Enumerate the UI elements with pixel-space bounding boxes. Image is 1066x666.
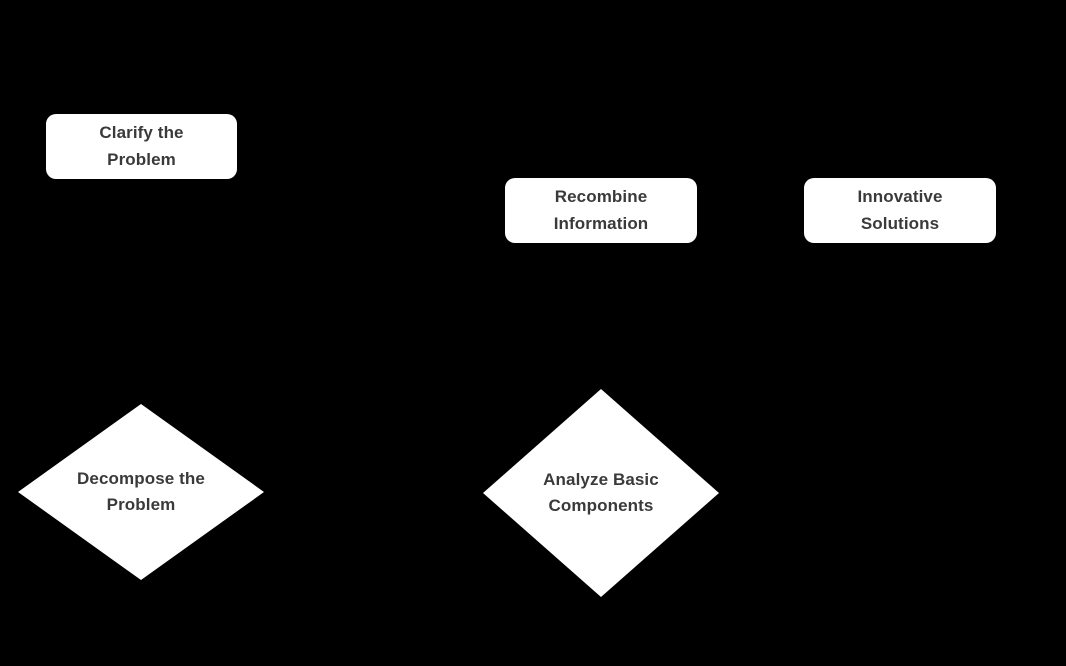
node-label: Analyze Basic Components [543, 469, 659, 515]
node-recombine-information[interactable]: Recombine Information [505, 178, 697, 243]
node-label: Innovative Solutions [857, 187, 943, 233]
node-analyze-basic-components[interactable]: Analyze Basic Components [483, 389, 719, 597]
node-innovative-solutions[interactable]: Innovative Solutions [804, 178, 996, 243]
node-label: Recombine Information [553, 187, 649, 233]
node-label: Clarify the Problem [99, 123, 184, 169]
node-clarify-the-problem[interactable]: Clarify the Problem [46, 114, 237, 179]
node-decompose-the-problem[interactable]: Decompose the Problem [18, 404, 264, 580]
node-label: Decompose the Problem [77, 468, 205, 514]
